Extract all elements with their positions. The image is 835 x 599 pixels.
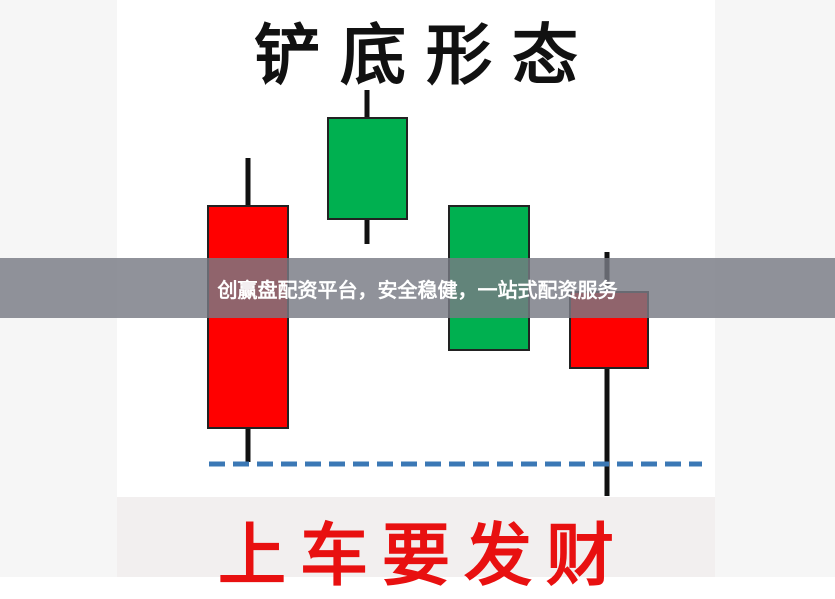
image-title: 铲底形态 bbox=[254, 16, 598, 94]
caption-band bbox=[117, 497, 715, 577]
bottom-caption: 上车要发财 bbox=[217, 517, 628, 596]
promo-overlay-band: 创赢盘配资平台，安全稳健，一站式配资服务 bbox=[0, 258, 835, 318]
promo-overlay-text: 创赢盘配资平台，安全稳健，一站式配资服务 bbox=[217, 277, 618, 302]
candle-2-body bbox=[327, 117, 408, 220]
